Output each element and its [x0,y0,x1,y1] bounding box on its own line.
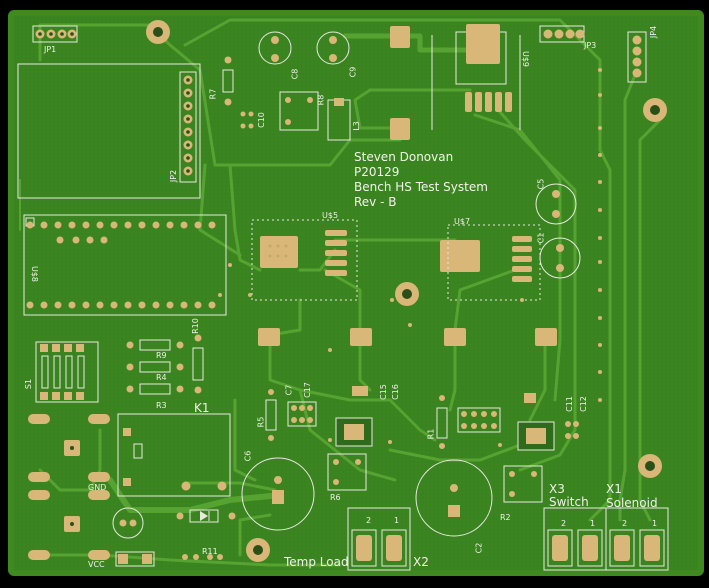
refdes-c15: C15 [378,384,388,400]
title-revision: Rev - B [354,195,397,209]
jp2-header [179,71,197,183]
x2-pin2: 2 [366,516,372,525]
refdes-jp3: JP3 [584,41,597,50]
refdes-c16: C16 [390,384,400,400]
x3-pin2: 2 [561,519,567,528]
refdes-r4: R4 [156,373,167,382]
x1-pin2: 2 [622,519,628,528]
refdes-k1: K1 [194,401,210,415]
label-vcc: VCC [88,560,105,569]
refdes-c12: C12 [578,396,588,412]
refdes-c10: C10 [256,112,266,128]
refdes-u9: U$9 [521,50,531,68]
refdes-jp2: JP2 [169,169,179,183]
refdes-c7: C7 [284,384,294,396]
title-project-name: Bench HS Test System [354,180,488,194]
refdes-c5: C5 [536,178,546,190]
jp3-header [539,25,585,43]
refdes-s1: S1 [24,378,34,390]
refdes-r7: R7 [208,88,218,100]
x1-terminal [605,507,669,571]
label-x3: X3 [549,482,565,496]
caps-top [258,31,350,65]
refdes-c17: C17 [302,382,312,398]
refdes-c6: C6 [243,450,253,462]
refdes-r9: R9 [156,351,167,360]
label-switch: Switch [549,495,589,509]
refdes-l3: L3 [351,121,361,131]
refdes-c2: C2 [474,542,484,554]
refdes-c1: C1 [536,232,546,244]
refdes-r6: R6 [330,493,341,502]
refdes-u5: U$5 [322,211,339,220]
x3-terminal [543,507,607,571]
refdes-r8: R8 [316,94,326,106]
label-solenoid: Solenoid [606,496,658,510]
refdes-r10: R10 [190,318,200,334]
jp1-header [32,25,78,43]
refdes-r5: R5 [256,416,266,428]
refdes-c8: C8 [290,68,300,80]
x2-pin1: 1 [394,516,400,525]
u8-pins [26,221,216,309]
refdes-jp1: JP1 [44,45,57,54]
refdes-r3: R3 [156,401,167,410]
refdes-u8: U$8 [30,265,40,283]
refdes-r2: R2 [500,513,511,522]
jp4-header [627,31,647,83]
refdes-c11: C11 [564,396,574,412]
title-designer: Steven Donovan [354,150,454,164]
label-x2: X2 [413,555,429,569]
x1-pin1: 1 [652,519,658,528]
refdes-jp4: JP4 [649,25,659,39]
mounting-holes [146,20,667,562]
x3-pin1: 1 [590,519,596,528]
x2-terminal [347,507,411,571]
refdes-r1: R1 [426,428,436,440]
label-temp-load: Temp Load [284,555,349,569]
title-project-code: P20129 [354,165,400,179]
refdes-r11: R11 [202,547,218,556]
label-x1: X1 [606,482,622,496]
refdes-u7: U$7 [454,217,471,226]
label-gnd: GND [88,483,107,492]
refdes-c9: C9 [348,66,358,78]
